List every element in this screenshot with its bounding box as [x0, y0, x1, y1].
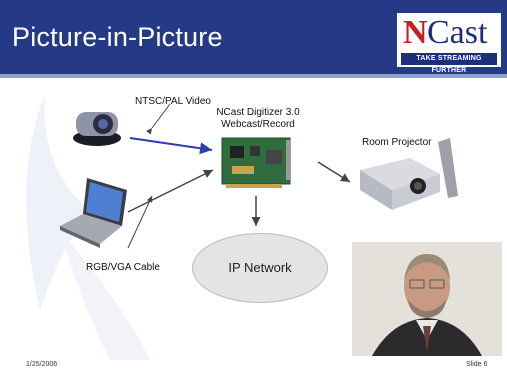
logo-letter-n: N	[403, 14, 428, 51]
rgb-label: RGB/VGA Cable	[86, 262, 160, 273]
presenter-portrait	[352, 242, 502, 356]
ip-network-node: IP Network	[192, 233, 328, 303]
slide-header: Picture-in-Picture N Cast TAKE STREAMING…	[0, 0, 507, 78]
presenter-photo	[352, 242, 502, 356]
ntsc-label: NTSC/PAL Video	[135, 96, 211, 107]
projector-icon	[360, 138, 458, 210]
ntsc-label-pointer	[146, 103, 171, 135]
digitizer-label-2: Webcast/Record	[221, 119, 295, 130]
rgb-label-pointer	[127, 195, 153, 249]
projector-label: Room Projector	[362, 137, 432, 148]
slide-title: Picture-in-Picture	[12, 22, 223, 52]
background-swoosh-2	[60, 230, 150, 360]
logo-word: Cast	[427, 14, 488, 51]
rgb-arrow	[127, 169, 214, 213]
digitizer-label-1: NCast Digitizer 3.0	[216, 107, 300, 118]
background-swoosh	[26, 95, 90, 310]
logo-tagline: TAKE STREAMING FURTHER	[401, 53, 497, 74]
projector-arrow	[317, 161, 351, 183]
footer-date: 1/25/2006	[26, 361, 58, 368]
ip-network-label: IP Network	[228, 260, 292, 275]
footer-slide-number: Slide 6	[466, 361, 488, 368]
header-stripe	[0, 74, 507, 78]
video-arrow	[129, 137, 213, 155]
laptop-icon	[60, 178, 127, 248]
camera-icon	[73, 112, 121, 146]
ncast-logo: N Cast TAKE STREAMING FURTHER	[397, 13, 501, 74]
digitizer-card-icon	[221, 137, 291, 188]
